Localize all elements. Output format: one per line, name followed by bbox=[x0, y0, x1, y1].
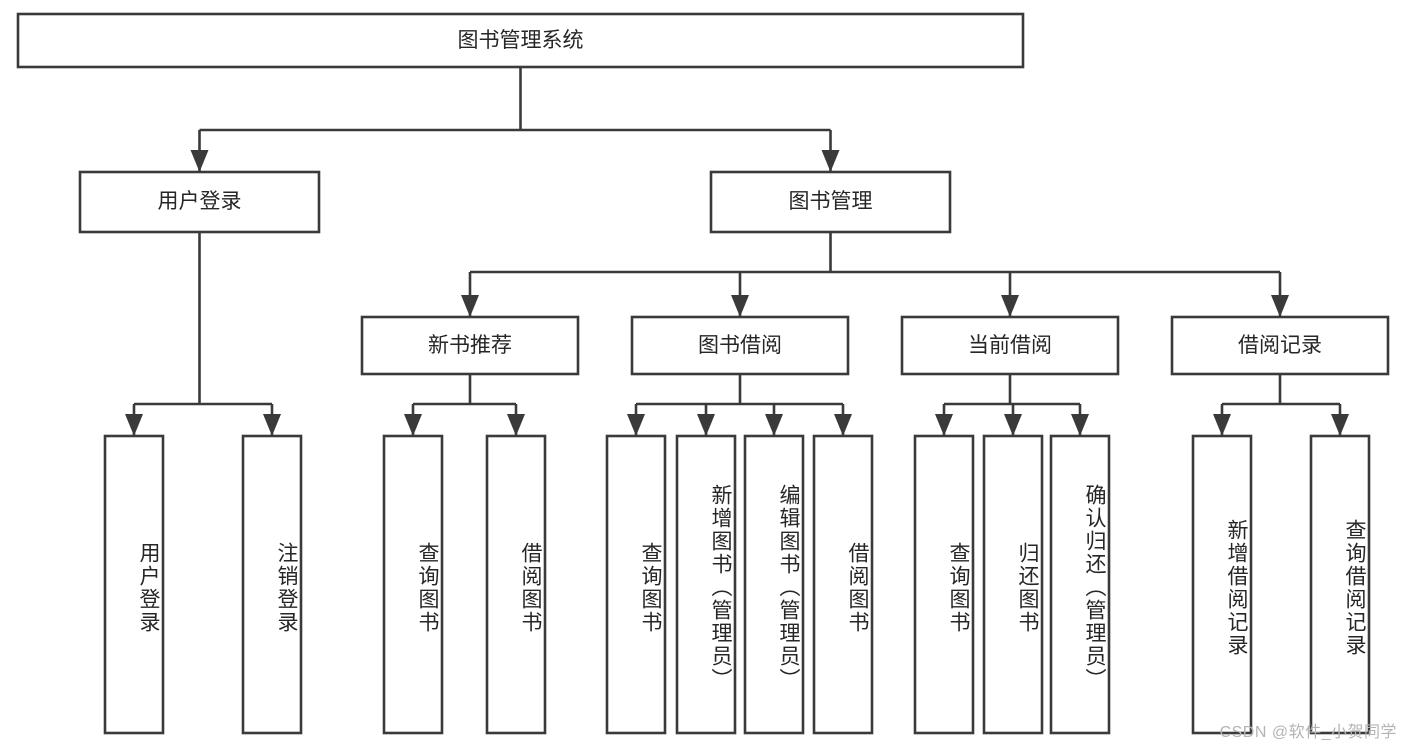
node-box-leaf-borrow-book-recommend[interactable] bbox=[485, 434, 547, 735]
borrow-to-leaves-arrow-0 bbox=[627, 414, 645, 436]
node-box-leaf-return-book[interactable] bbox=[982, 434, 1044, 735]
bookmgmt-to-level2-arrow-0 bbox=[461, 295, 479, 317]
root-to-level1-arrow-0 bbox=[190, 150, 209, 172]
userlogin-to-leaves-arrow-0 bbox=[125, 414, 143, 436]
current-to-leaves-arrow-0 bbox=[935, 414, 953, 436]
current-to-leaves-arrow-2 bbox=[1071, 414, 1089, 436]
recommend-to-leaves-arrow-0 bbox=[404, 414, 422, 436]
node-box-leaf-logout[interactable] bbox=[241, 434, 303, 735]
node-box-leaf-query-book-recommend[interactable] bbox=[382, 434, 444, 735]
bookmgmt-to-level2-arrow-1 bbox=[731, 295, 749, 317]
watermark-text: CSDN @软件_小贺同学 bbox=[1219, 724, 1397, 741]
box-layer bbox=[16, 12, 1390, 735]
node-box-leaf-query-borrow-record[interactable] bbox=[1309, 434, 1371, 735]
node-box-leaf-query-book-borrow[interactable] bbox=[605, 434, 667, 735]
node-box-user-login[interactable] bbox=[78, 170, 321, 234]
recommend-to-leaves-arrow-1 bbox=[507, 414, 525, 436]
node-box-leaf-borrow-book[interactable] bbox=[812, 434, 874, 735]
userlogin-to-leaves-arrow-1 bbox=[263, 414, 281, 436]
node-box-leaf-add-borrow-record[interactable] bbox=[1191, 434, 1253, 735]
bookmgmt-to-level2-arrow-3 bbox=[1271, 295, 1289, 317]
connector-layer bbox=[125, 67, 1349, 436]
root-to-level1-arrow-1 bbox=[821, 150, 840, 172]
node-box-book-management[interactable] bbox=[709, 170, 952, 234]
node-box-leaf-user-login[interactable] bbox=[103, 434, 165, 735]
node-box-leaf-query-book-current[interactable] bbox=[913, 434, 975, 735]
borrow-to-leaves-arrow-2 bbox=[765, 414, 783, 436]
bookmgmt-to-level2-arrow-2 bbox=[1001, 295, 1019, 317]
node-box-current-borrow[interactable] bbox=[900, 315, 1120, 376]
node-box-leaf-add-book[interactable] bbox=[675, 434, 737, 735]
node-box-leaf-confirm-return[interactable] bbox=[1049, 434, 1111, 735]
node-box-leaf-edit-book[interactable] bbox=[743, 434, 805, 735]
node-box-borrow-record[interactable] bbox=[1170, 315, 1390, 376]
borrow-to-leaves-arrow-3 bbox=[834, 414, 852, 436]
record-to-leaves-arrow-0 bbox=[1213, 414, 1231, 436]
borrow-to-leaves-arrow-1 bbox=[697, 414, 715, 436]
node-box-book-borrow[interactable] bbox=[630, 315, 850, 376]
node-box-new-book-recommend[interactable] bbox=[360, 315, 580, 376]
current-to-leaves-arrow-1 bbox=[1004, 414, 1022, 436]
node-box-root[interactable] bbox=[16, 12, 1025, 69]
record-to-leaves-arrow-1 bbox=[1331, 414, 1349, 436]
